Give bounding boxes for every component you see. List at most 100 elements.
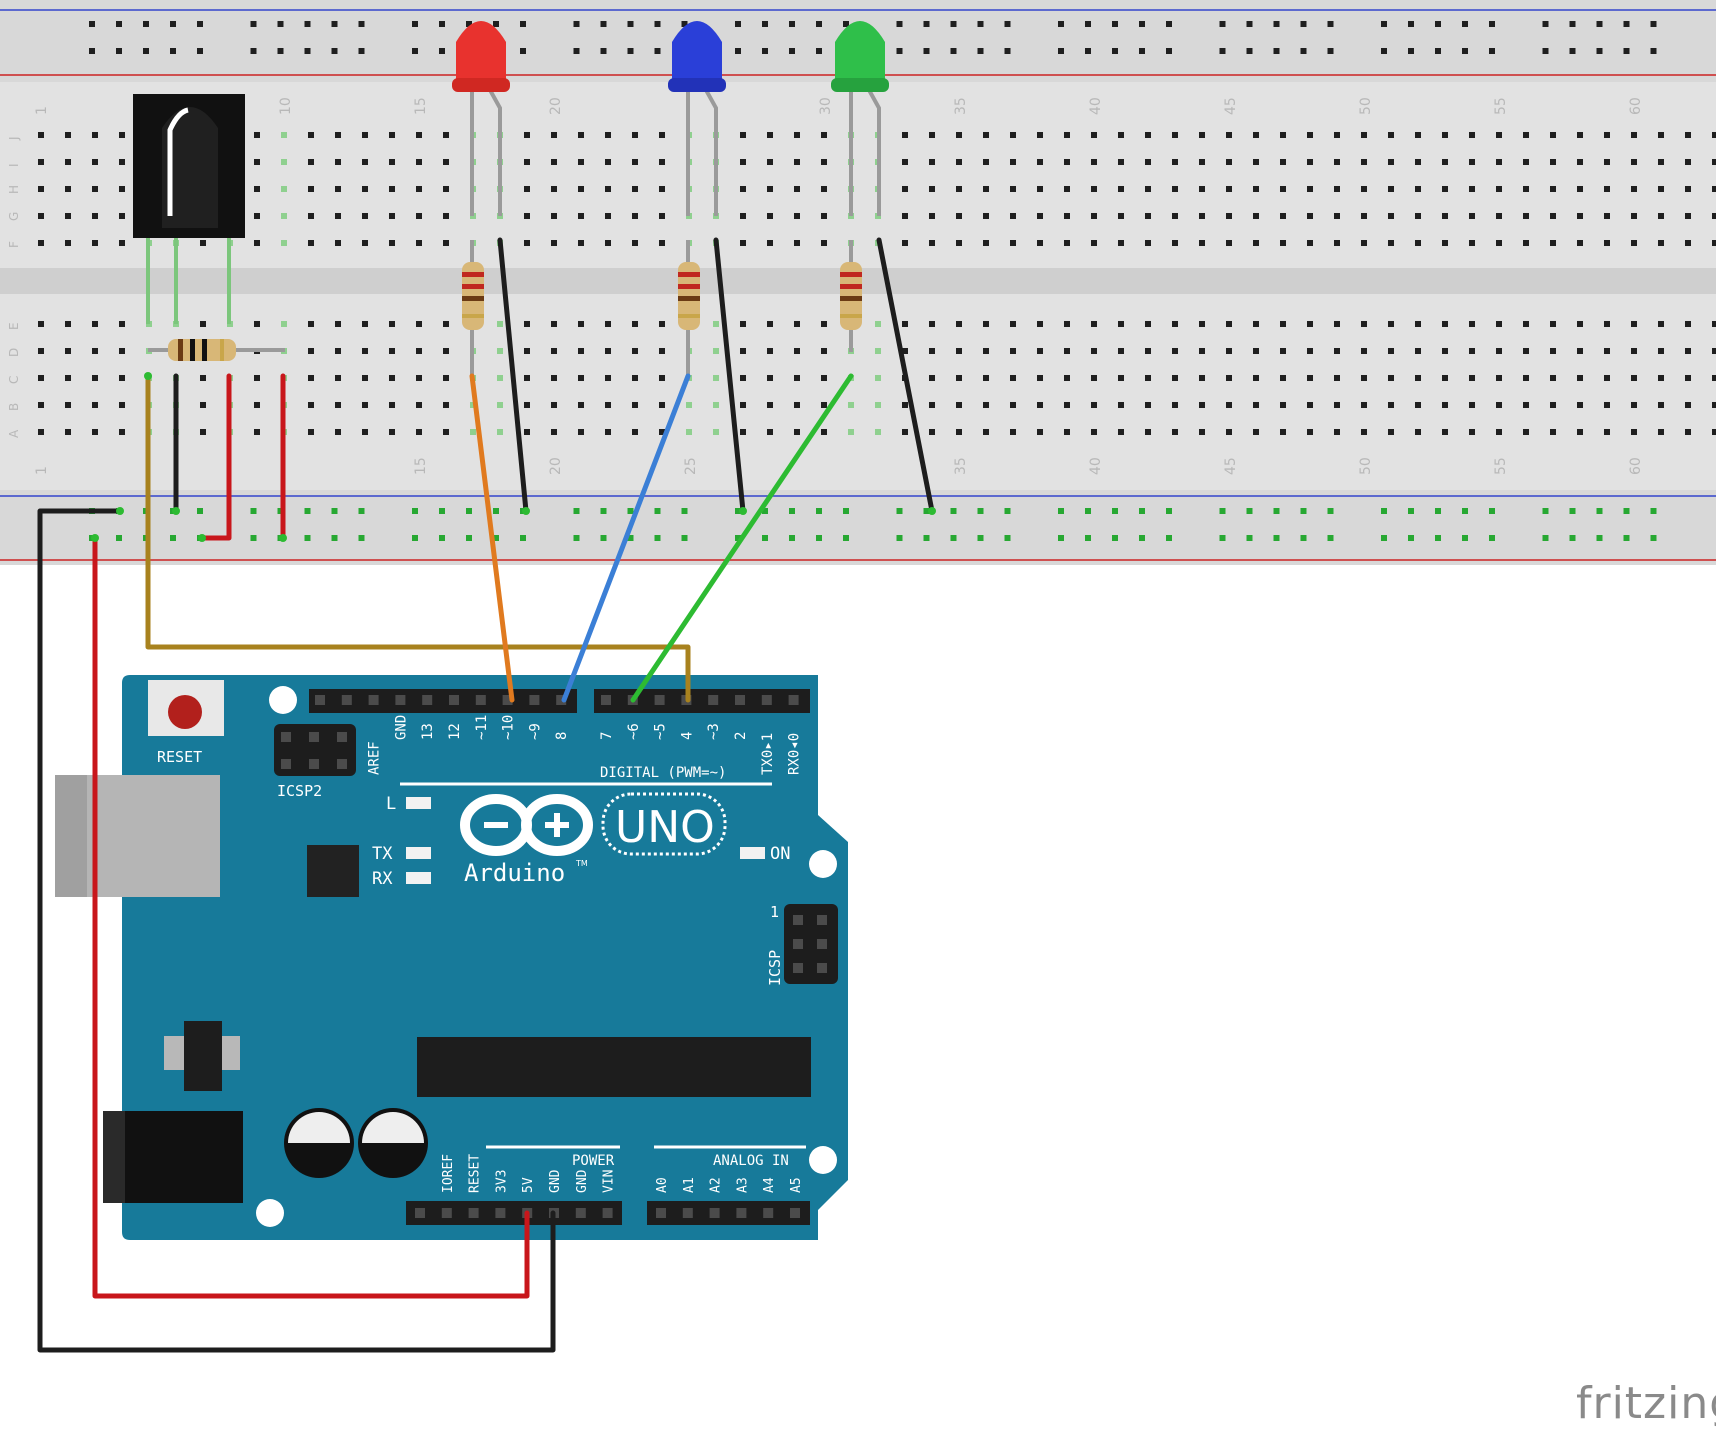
breadboard-hole xyxy=(1037,348,1043,354)
breadboard-hole xyxy=(821,348,827,354)
breadboard-hole xyxy=(1307,240,1313,246)
icsp2-header xyxy=(274,724,356,776)
rail-hole xyxy=(762,21,768,27)
breadboard-hole xyxy=(281,240,287,246)
rail-hole xyxy=(789,508,795,514)
connection-point xyxy=(116,507,124,515)
breadboard-hole xyxy=(902,429,908,435)
breadboard-hole xyxy=(1685,213,1691,219)
rail-hole xyxy=(1542,508,1549,514)
breadboard-hole xyxy=(254,159,260,165)
rail-hole xyxy=(1058,508,1064,514)
rail-hole xyxy=(1650,535,1657,541)
breadboard-hole xyxy=(1145,240,1151,246)
rail-hole xyxy=(1542,535,1549,541)
rail-hole xyxy=(439,508,445,514)
breadboard-hole xyxy=(1091,429,1097,435)
breadboard-hole xyxy=(1685,402,1691,408)
breadboard-hole xyxy=(1712,321,1716,327)
wire-blue-led-gnd-black xyxy=(713,237,746,514)
row-letter: D xyxy=(7,348,21,357)
rail-hole xyxy=(1112,508,1118,514)
breadboard-hole xyxy=(416,240,422,246)
row-letter: B xyxy=(7,403,21,411)
dc-jack xyxy=(103,1111,243,1203)
breadboard-hole xyxy=(92,240,98,246)
col-number: 20 xyxy=(548,457,564,475)
breadboard-hole xyxy=(1307,429,1313,435)
breadboard-hole xyxy=(1253,429,1259,435)
breadboard-hole xyxy=(1550,240,1556,246)
breadboard-hole xyxy=(767,402,773,408)
col-number: 30 xyxy=(818,97,834,115)
breadboard-hole xyxy=(308,375,314,381)
rail-hole xyxy=(843,21,849,27)
rail-hole xyxy=(977,508,984,514)
breadboard-hole xyxy=(1091,375,1097,381)
digital-pin-hole xyxy=(788,695,799,705)
breadboard-hole xyxy=(1604,240,1610,246)
breadboard-hole xyxy=(1604,348,1610,354)
rail-hole xyxy=(627,535,634,541)
breadboard-hole xyxy=(1712,375,1716,381)
breadboard-hole xyxy=(1496,159,1502,165)
breadboard-hole xyxy=(767,240,773,246)
breadboard-hole xyxy=(1037,402,1043,408)
breadboard-hole xyxy=(1091,240,1097,246)
rail-hole xyxy=(816,48,822,54)
mounting-hole xyxy=(256,1199,284,1227)
breadboard-hole xyxy=(308,132,314,138)
breadboard-hole xyxy=(443,186,449,192)
icsp2-pin-hole xyxy=(281,759,291,769)
rail-hole xyxy=(1435,48,1441,54)
breadboard-hole xyxy=(1280,429,1286,435)
breadboard-hole xyxy=(38,132,44,138)
col-number: 1 xyxy=(34,466,50,475)
breadboard-hole xyxy=(929,159,935,165)
connection-point xyxy=(198,534,206,542)
rail-hole xyxy=(1058,21,1064,27)
breadboard-hole xyxy=(956,348,962,354)
resistor-band xyxy=(220,339,224,361)
connection-point xyxy=(928,507,936,515)
breadboard-hole xyxy=(740,132,746,138)
breadboard-hole xyxy=(1442,402,1448,408)
breadboard-hole xyxy=(632,132,638,138)
regulator-body xyxy=(184,1021,222,1091)
breadboard-hole xyxy=(578,348,584,354)
led-red-assembly xyxy=(452,21,510,380)
breadboard-hole xyxy=(443,213,449,219)
rail-hole xyxy=(358,21,365,27)
row-letters: J I H G F E D C B A xyxy=(7,136,21,438)
rail-hole xyxy=(735,535,741,541)
rail-hole xyxy=(1085,21,1091,27)
breadboard-hole xyxy=(92,186,98,192)
power-label: POWER xyxy=(572,1153,615,1169)
breadboard-hole xyxy=(1577,132,1583,138)
breadboard-hole xyxy=(659,402,665,408)
wire-green-led-green xyxy=(630,373,854,703)
breadboard-hole xyxy=(1010,375,1016,381)
breadboard-hole xyxy=(362,429,368,435)
breadboard-hole xyxy=(902,186,908,192)
uno-text: UNO xyxy=(615,802,715,853)
breadboard-hole xyxy=(38,402,44,408)
rail-hole xyxy=(412,21,418,27)
digital-header-right xyxy=(594,689,810,713)
rail-hole xyxy=(439,535,445,541)
breadboard-hole xyxy=(119,402,125,408)
breadboard-hole xyxy=(578,213,584,219)
breadboard-hole xyxy=(713,348,719,354)
breadboard-hole xyxy=(92,321,98,327)
rail-hole xyxy=(681,508,688,514)
row-letter: F xyxy=(7,241,21,248)
breadboard-hole xyxy=(1037,213,1043,219)
breadboard-hole xyxy=(119,429,125,435)
breadboard-hole xyxy=(929,348,935,354)
breadboard-hole xyxy=(1415,186,1421,192)
breadboard-holes xyxy=(38,21,1716,541)
breadboard-hole xyxy=(335,132,341,138)
reset-button[interactable] xyxy=(168,695,202,729)
col-number: 60 xyxy=(1628,457,1644,475)
